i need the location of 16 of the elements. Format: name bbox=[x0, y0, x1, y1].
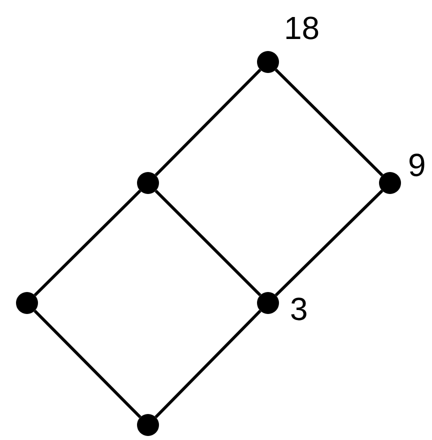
edge-line bbox=[154, 68, 262, 176]
vertex-dot bbox=[16, 292, 38, 314]
vertex-dot bbox=[257, 51, 279, 73]
edge-line bbox=[34, 190, 142, 296]
edge-line bbox=[274, 68, 384, 176]
vertex-label: 18 bbox=[284, 12, 320, 44]
vertex-dot bbox=[379, 172, 401, 194]
edge-line bbox=[34, 310, 142, 418]
vertex-dot bbox=[137, 414, 159, 436]
vertex-label: 3 bbox=[290, 293, 308, 325]
vertex-label: 9 bbox=[408, 149, 426, 181]
edge-line bbox=[154, 310, 262, 418]
vertex-dot bbox=[257, 292, 279, 314]
edge-line bbox=[154, 190, 262, 296]
edge-line bbox=[274, 190, 384, 296]
vertex-dot bbox=[137, 172, 159, 194]
